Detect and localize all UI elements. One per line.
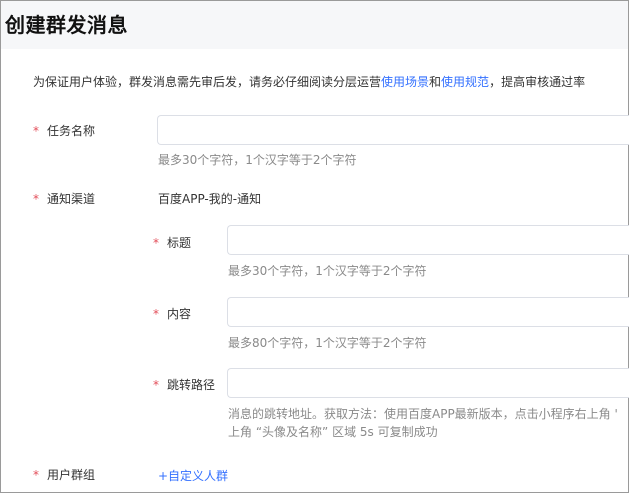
notice-text: 为保证用户体验，群发消息需先审后发，请务必仔细阅读分层运营使用场景和使用规范，提…: [33, 73, 585, 90]
required-mark: *: [33, 192, 39, 206]
required-mark: *: [33, 124, 39, 138]
content-input[interactable]: [227, 297, 629, 327]
task-name-help: 最多30个字符，1个汉字等于2个字符: [158, 153, 357, 167]
content-help: 最多80个字符，1个汉字等于2个字符: [228, 336, 427, 350]
content-label-text: 内容: [167, 307, 192, 321]
channel-label: * 通知渠道: [33, 190, 95, 207]
task-name-label: * 任务名称: [33, 122, 95, 139]
channel-value: 百度APP-我的-通知: [158, 192, 262, 206]
required-mark: *: [153, 307, 159, 321]
jump-path-label: * 跳转路径: [153, 376, 215, 393]
title-input[interactable]: [227, 225, 629, 255]
required-mark: *: [153, 236, 159, 250]
notice-and: 和: [429, 75, 442, 89]
required-mark: *: [153, 378, 159, 392]
title-label-text: 标题: [167, 236, 192, 250]
title-help: 最多30个字符，1个汉字等于2个字符: [228, 264, 427, 278]
notice-suffix: ，提高审核通过率: [489, 75, 586, 89]
usage-spec-link[interactable]: 使用规范: [441, 75, 490, 89]
task-name-input[interactable]: [157, 115, 629, 145]
jump-path-input[interactable]: [227, 368, 629, 398]
channel-label-text: 通知渠道: [47, 192, 96, 206]
user-group-label: * 用户群组: [33, 466, 95, 483]
page-header: 创建群发消息: [1, 1, 628, 49]
user-group-label-text: 用户群组: [47, 468, 96, 482]
usage-scenario-link[interactable]: 使用场景: [381, 75, 430, 89]
notice-prefix: 为保证用户体验，群发消息需先审后发，请务必仔细阅读分层运营: [33, 75, 382, 89]
title-label: * 标题: [153, 234, 191, 251]
jump-path-label-text: 跳转路径: [167, 378, 216, 392]
content-label: * 内容: [153, 305, 191, 322]
page-title: 创建群发消息: [5, 13, 128, 37]
jump-path-help-line2: 上角 “头像及名称” 区域 5s 可复制成功: [228, 425, 438, 439]
task-name-label-text: 任务名称: [47, 124, 96, 138]
required-mark: *: [33, 468, 39, 482]
add-custom-audience-link[interactable]: +自定义人群: [158, 469, 229, 483]
jump-path-help-line1: 消息的跳转地址。获取方法：使用百度APP最新版本，点击小程序右上角 ': [228, 407, 618, 421]
